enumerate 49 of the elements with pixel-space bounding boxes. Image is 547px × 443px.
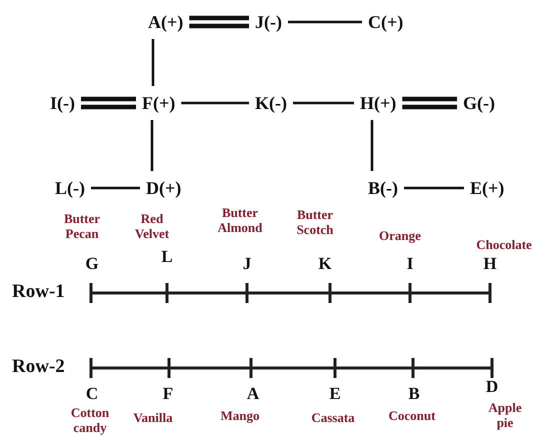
- person-label: B(-): [368, 177, 398, 199]
- flavor-label: Cassata: [311, 410, 355, 425]
- flavor-label: Cotton candy: [70, 405, 110, 435]
- connector-line: [404, 186, 464, 190]
- connector-line: [292, 102, 354, 104]
- person-label: L(-): [55, 177, 85, 199]
- connector-line: [150, 120, 154, 171]
- connector-line: [181, 102, 249, 104]
- person-label: J(-): [255, 11, 282, 33]
- connector-line: [152, 39, 154, 86]
- flavor-label: Chocolate: [476, 237, 532, 252]
- flavor-label: Red Velvet: [134, 211, 170, 241]
- person-label: E(+): [470, 177, 504, 199]
- letter-label: G: [85, 255, 99, 273]
- flavor-label: Butter Scotch: [296, 207, 334, 237]
- flavor-label: Orange: [379, 228, 421, 243]
- flavor-label: Butter Almond: [216, 205, 264, 235]
- letter-label: D: [486, 378, 498, 396]
- person-label: C(+): [368, 11, 404, 33]
- person-label: D(+): [146, 177, 182, 199]
- letter-label: E: [329, 385, 341, 403]
- connector-line: [288, 20, 362, 24]
- letter-label: J: [242, 255, 252, 273]
- person-label: A(+): [148, 11, 184, 33]
- letter-label: K: [318, 255, 332, 273]
- letter-label: I: [406, 255, 414, 273]
- letter-label: C: [86, 385, 98, 403]
- connector-line: [91, 186, 140, 190]
- letter-label: A: [246, 385, 260, 403]
- letter-label: L: [161, 248, 173, 266]
- person-label: H(+): [360, 92, 396, 114]
- connector-line: [370, 120, 374, 171]
- double-line: [81, 96, 136, 110]
- person-label: G(-): [463, 92, 495, 114]
- letter-label: H: [483, 255, 497, 273]
- person-label: I(-): [50, 92, 75, 114]
- flavor-label: Apple pie: [487, 400, 523, 430]
- flavor-label: Vanilla: [133, 410, 173, 425]
- flavor-label: Mango: [220, 408, 260, 423]
- flavor-label: Coconut: [388, 408, 436, 423]
- person-label: F(+): [142, 92, 176, 114]
- row-label: Row-2: [12, 356, 65, 378]
- row-label: Row-1: [12, 281, 65, 303]
- letter-label: F: [162, 385, 174, 403]
- double-line: [189, 16, 249, 28]
- letter-label: B: [408, 385, 420, 403]
- flavor-label: Butter Pecan: [62, 211, 102, 241]
- double-line: [402, 96, 457, 110]
- person-label: K(-): [255, 92, 287, 114]
